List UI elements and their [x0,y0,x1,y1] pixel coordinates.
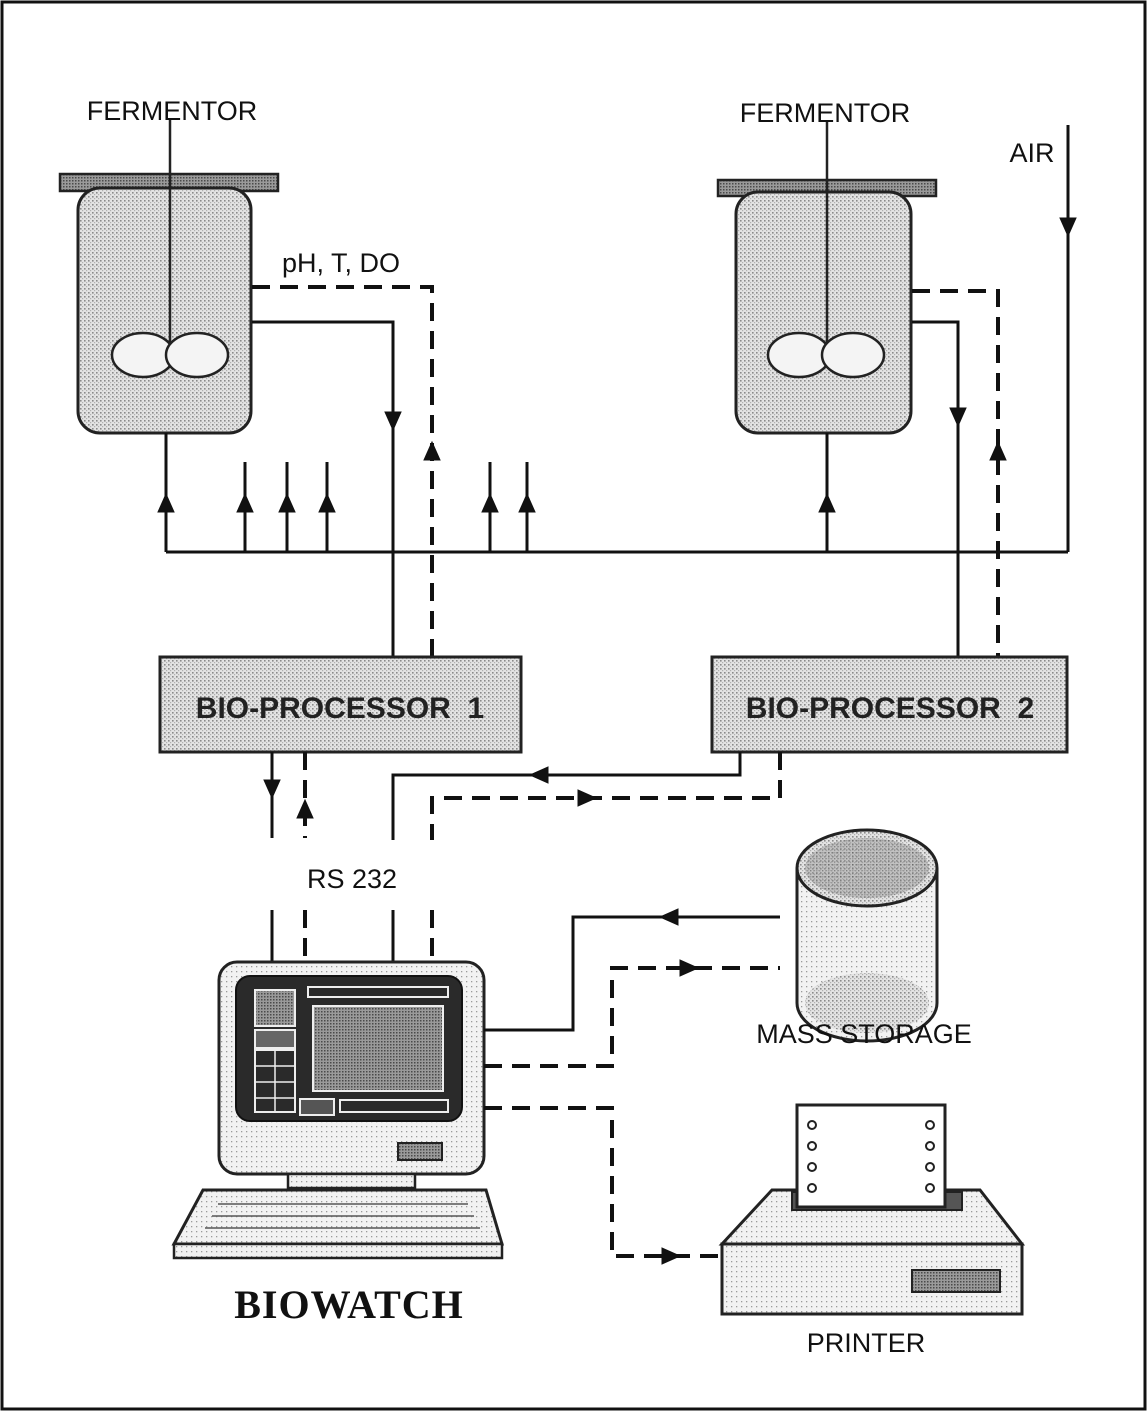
arrow-bp1-down [384,411,402,432]
computer [171,960,505,1260]
storage-write-line [484,966,780,1068]
arrow-bp2-down [949,407,967,428]
arrow-bp2-right [577,789,598,807]
bio-processor-2-label: BIO-PROCESSOR 2 [746,692,1034,725]
keyboard [171,1188,505,1246]
rs232-lines [270,752,782,962]
bp2-control-line [912,320,960,657]
mass-storage-bottom-shade [805,973,929,1033]
arrow-up-1 [157,492,175,513]
arrow-air [1059,217,1077,238]
printer-line [484,1106,722,1258]
arrow-up-3 [278,492,296,513]
fermentor-2-impeller-left [766,331,832,379]
fermentor-1-vessel [76,186,253,435]
biowatch-label: BIOWATCH [234,1282,464,1327]
bp2-sensor-line [912,289,1000,657]
mass-storage [795,828,939,1043]
screen-status-bar [339,1099,449,1113]
bp2-rs232-out [391,752,742,840]
rs232-label: RS 232 [307,864,397,894]
arrow-rs232-up [296,798,314,819]
screen-menu-bar [307,986,449,998]
fermentor-1-impeller-left [110,331,176,379]
fermentor-2-vessel [734,190,913,435]
arrow-printer [661,1247,682,1265]
arrow-rs232-down [263,779,281,800]
bio-processor-2-box [710,655,1069,754]
bp2-signal-lines [912,289,1000,657]
paper-holes [807,1120,935,1193]
printer-label: PRINTER [807,1328,926,1358]
arrow-storage-right [679,959,700,977]
printer [718,1103,1026,1316]
arrow-bp2-left [528,766,549,784]
arrow-up-5 [481,492,499,513]
screen-window-icon [254,989,296,1027]
fermentor-2-label: FERMENTOR [740,98,911,128]
monitor-stand [286,1172,417,1190]
bp2-rs232-in [430,752,782,840]
keyboard-edge [172,1242,504,1260]
bio-processor-1: BIO-PROCESSOR 1 [158,655,523,754]
bp1-control-line [252,320,395,657]
storage-read-line [484,915,780,1032]
mass-storage-label: MASS STORAGE [756,1019,972,1049]
bp1-signal-lines [252,285,434,657]
screen-button [299,1098,335,1116]
monitor-drive-slot [397,1142,443,1161]
bp1-sensor-line [252,285,434,657]
sensors-label: pH, T, DO [282,248,400,278]
printer-panel [911,1269,1001,1293]
fermentor-1-label: FERMENTOR [87,96,258,126]
arrow-bp1-up [423,440,441,461]
bio-processor-1-label: BIO-PROCESSOR 1 [196,692,484,725]
fermentor-1-impeller-right [164,331,230,379]
arrow-storage-left [658,908,679,926]
arrow-up-2 [236,492,254,513]
arrow-up-6 [518,492,536,513]
air-label: AIR [1009,138,1054,168]
arrow-up-7 [818,492,836,513]
bio-processor-1-box [158,655,523,754]
fermentor-2 [716,120,938,435]
arrowheads [157,217,1077,1265]
fermentor-1 [58,118,280,435]
arrow-up-4 [318,492,336,513]
arrow-bp2-up [989,440,1007,461]
peripheral-lines [484,915,780,1258]
fermentor-2-impeller-right [820,331,886,379]
printer-paper [795,1103,947,1209]
mass-storage-top-inner [805,838,929,898]
bio-processor-2: BIO-PROCESSOR 2 [710,655,1069,754]
screen-window-small [254,1029,296,1049]
screen-main-window [312,1005,444,1092]
